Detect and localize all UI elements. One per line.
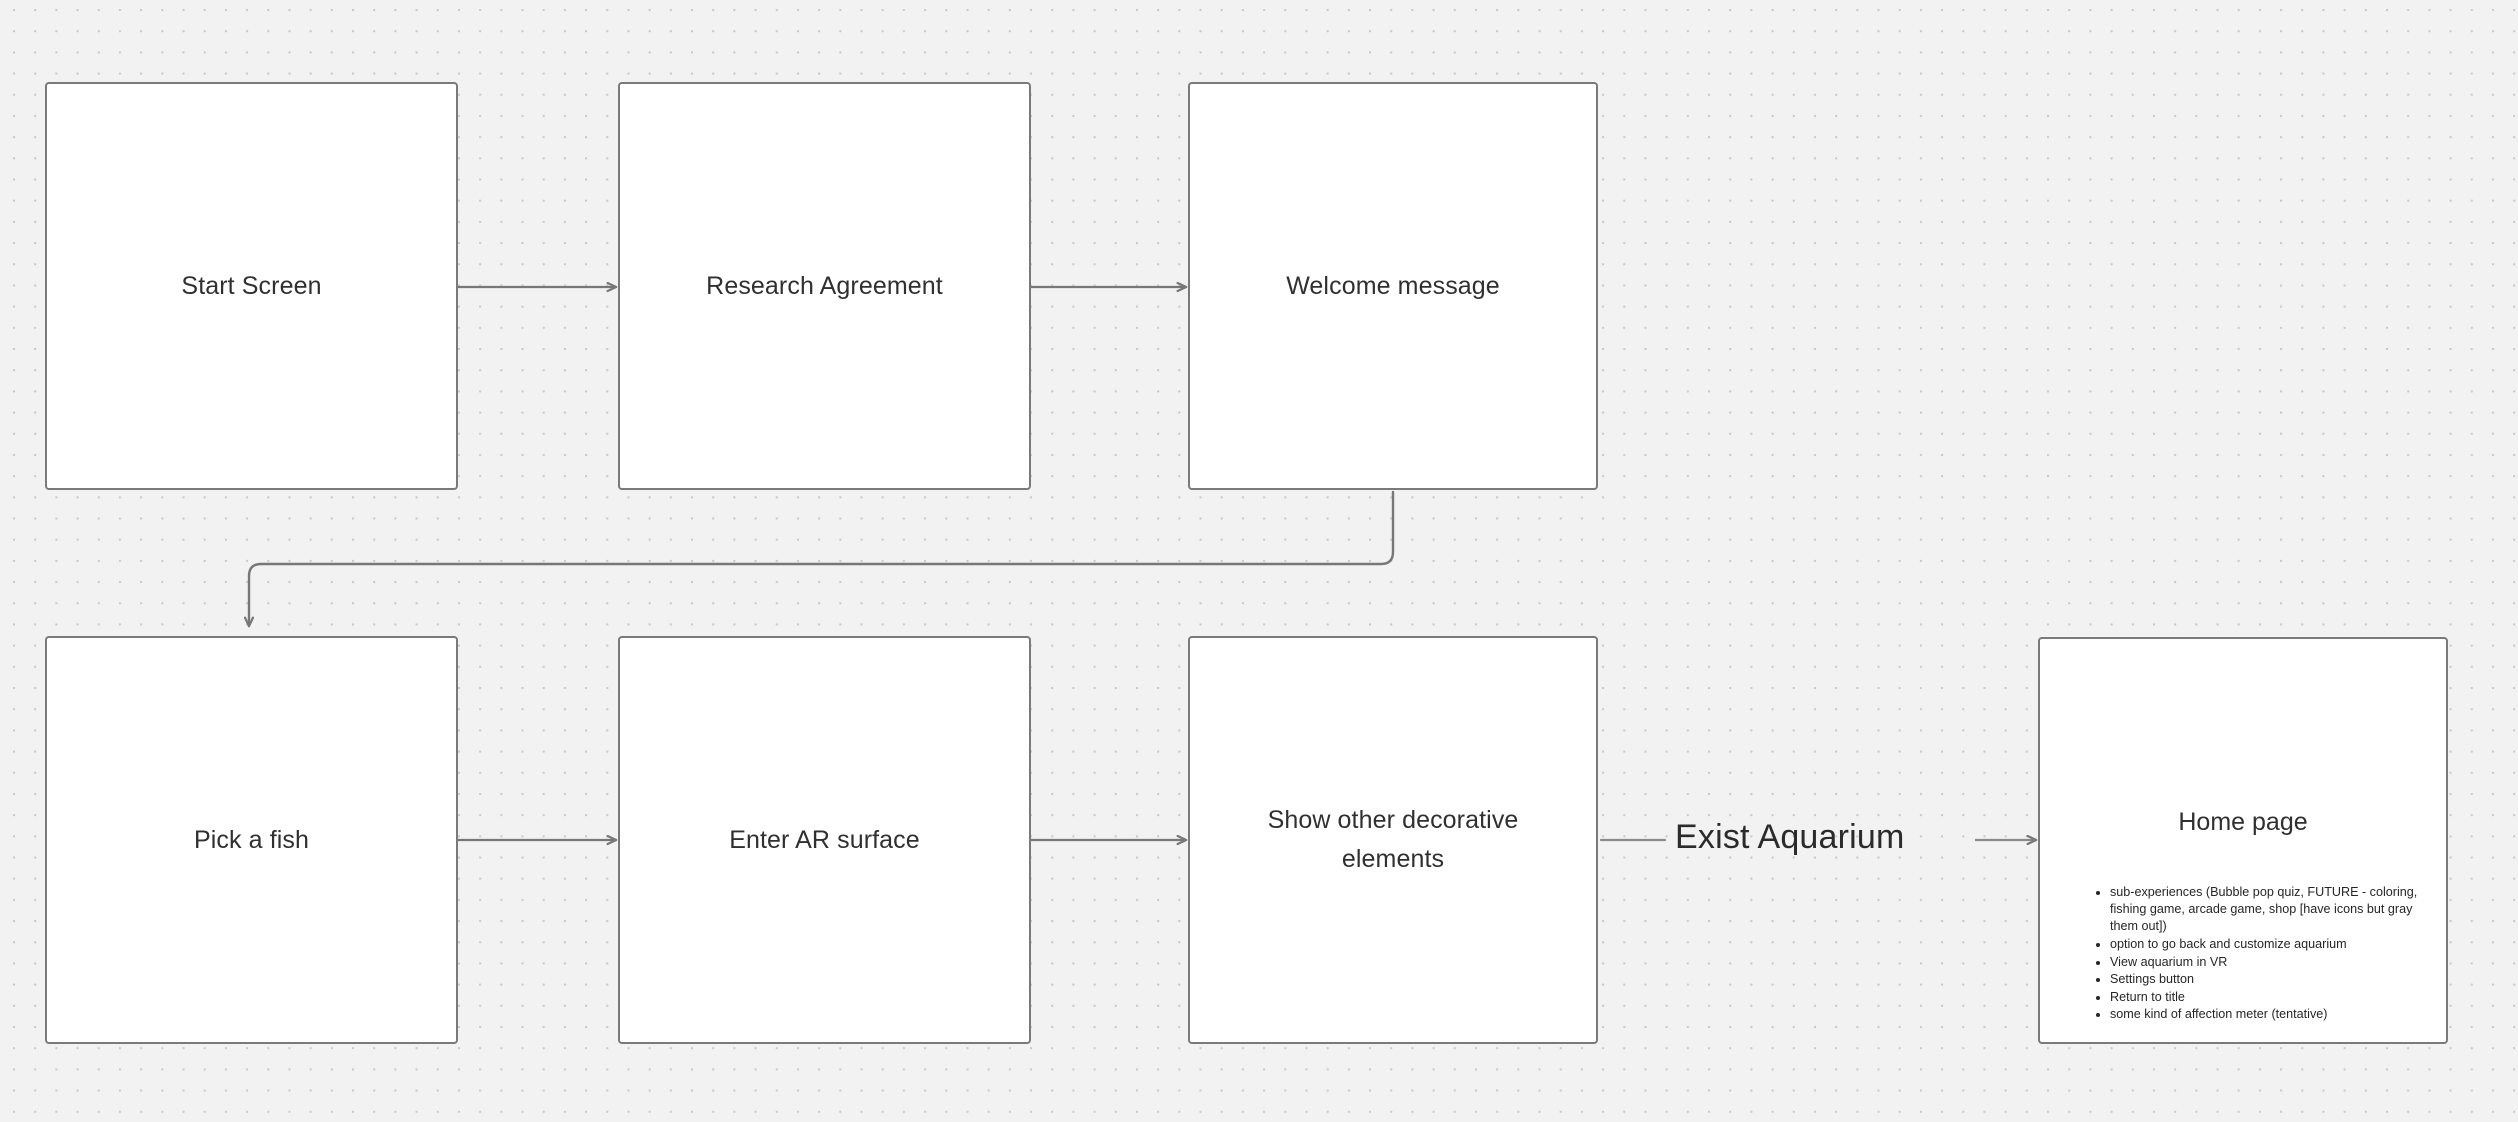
list-item: option to go back and customize aquarium [2110,936,2420,953]
node-welcome-message-label: Welcome message [1286,271,1500,300]
list-item: some kind of affection meter (tentative) [2110,1006,2420,1023]
node-enter-ar-surface[interactable]: Enter AR surface [618,636,1031,1044]
list-item: Return to title [2110,989,2420,1006]
node-start-screen[interactable]: Start Screen [45,82,458,490]
node-research-agreement[interactable]: Research Agreement [618,82,1031,490]
list-item: Settings button [2110,971,2420,988]
node-pick-a-fish[interactable]: Pick a fish [45,636,458,1044]
list-item: sub-experiences (Bubble pop quiz, FUTURE… [2110,884,2420,935]
connector-welcome-to-pick [249,490,1395,626]
text-exist-aquarium[interactable]: Exist Aquarium [1675,818,1905,857]
node-show-decorative-elements[interactable]: Show other decorative elements [1188,636,1598,1044]
node-pick-a-fish-label: Pick a fish [193,825,310,854]
node-research-agreement-label: Research Agreement [706,271,943,300]
node-welcome-message[interactable]: Welcome message [1188,82,1598,490]
list-item: View aquarium in VR [2110,954,2420,971]
text-exist-aquarium-label: Exist Aquarium [1675,818,1905,856]
node-enter-ar-surface-label: Enter AR surface [729,825,920,854]
node-show-decorative-elements-label: Show other decorative elements [1267,806,1519,873]
node-start-screen-label: Start Screen [181,271,322,300]
home-page-bullet-list: sub-experiences (Bubble pop quiz, FUTURE… [2092,884,2420,1024]
node-home-page-label: Home page [2178,808,2308,836]
node-home-page[interactable]: Home page sub-experiences (Bubble pop qu… [2038,637,2448,1044]
